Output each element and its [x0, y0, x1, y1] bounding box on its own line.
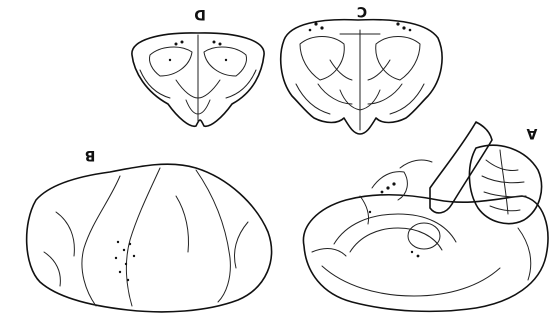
- panel-d-coronal-section: D: [132, 6, 264, 126]
- label-c: C: [357, 3, 367, 19]
- panel-b-hemisphere-surface: B: [27, 147, 272, 312]
- panel-a-medial-view: A: [303, 122, 547, 311]
- label-b: B: [85, 147, 96, 163]
- label-a: A: [526, 125, 537, 141]
- label-d: D: [194, 6, 206, 22]
- panel-c-coronal-section: C: [281, 3, 442, 134]
